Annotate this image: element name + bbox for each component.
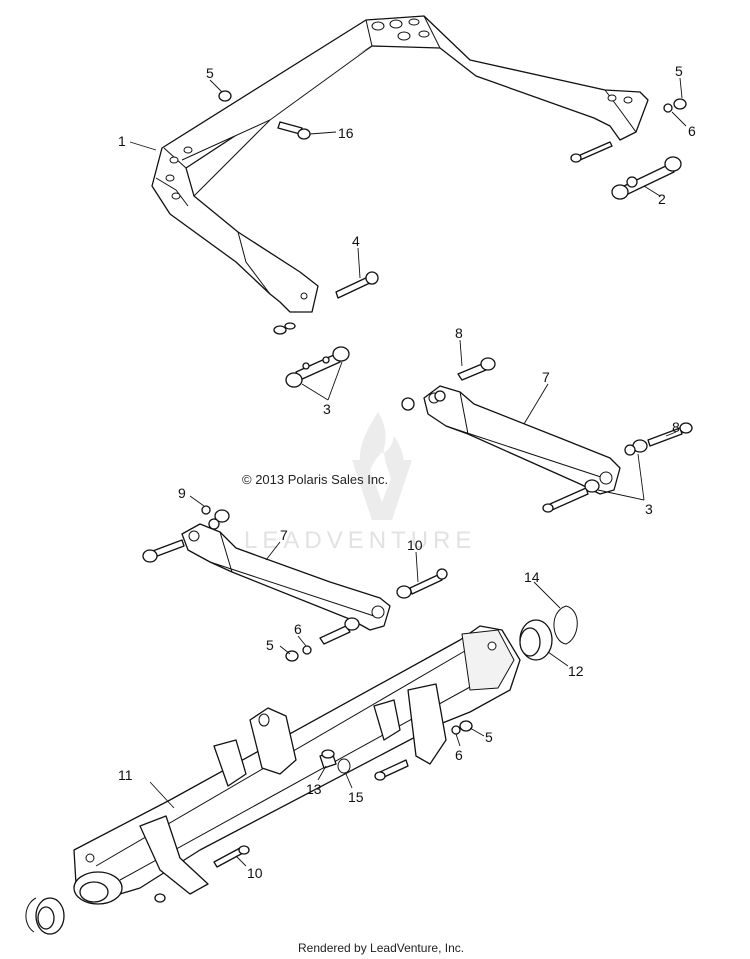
nut-5-top xyxy=(218,90,232,102)
callout-6a: 6 xyxy=(688,123,696,139)
callout-1: 1 xyxy=(118,133,126,149)
bolt-16 xyxy=(277,121,311,140)
callout-7b: 7 xyxy=(280,527,288,543)
callout-13: 13 xyxy=(306,781,322,797)
callout-5d: 5 xyxy=(485,729,493,745)
callout-3a: 3 xyxy=(323,401,331,417)
callout-8a: 8 xyxy=(455,325,463,341)
callouts: 1 2 3 3 4 5 5 5 5 6 6 6 7 7 8 8 9 10 10 … xyxy=(118,63,696,881)
bolt-near-13 xyxy=(374,759,409,781)
pin-8-top xyxy=(457,357,496,381)
callout-6c: 6 xyxy=(455,747,463,763)
nut-washer-top-right xyxy=(663,98,687,113)
frame-lower-nut xyxy=(273,322,296,335)
control-arm-7-lower xyxy=(181,523,391,631)
nut-washer-right xyxy=(451,720,473,735)
bearing-lower-left xyxy=(25,897,65,935)
copyright-notice: © 2013 Polaris Sales Inc. xyxy=(242,472,388,487)
callout-5b: 5 xyxy=(675,63,683,79)
pin-8-right xyxy=(624,422,693,456)
callout-14: 14 xyxy=(524,569,540,585)
callout-12: 12 xyxy=(568,663,584,679)
bolt-arm-right xyxy=(542,479,600,513)
callout-10a: 10 xyxy=(407,537,423,553)
bolt-lower-arm-left xyxy=(142,539,185,563)
bushing-2 xyxy=(611,156,682,200)
nut-9 xyxy=(201,505,230,530)
callout-11: 11 xyxy=(118,767,133,783)
bolt-4 xyxy=(335,271,379,299)
bolt-10-upper xyxy=(396,568,448,599)
bushings-3-left xyxy=(285,346,350,388)
v-logo-icon xyxy=(352,460,412,520)
control-arm-7-upper xyxy=(401,385,621,495)
leadventure-watermark: LEADVENTURE xyxy=(244,412,476,554)
bearing-12 xyxy=(519,619,553,661)
callout-6b: 6 xyxy=(294,621,302,637)
callout-5a: 5 xyxy=(206,65,214,81)
callout-16: 16 xyxy=(338,125,354,141)
callout-10b: 10 xyxy=(247,865,263,881)
callout-4: 4 xyxy=(352,233,360,249)
plug-13 xyxy=(319,749,337,769)
callout-7a: 7 xyxy=(542,369,550,385)
nut-lower xyxy=(154,893,166,903)
footer-credit: Rendered by LeadVenture, Inc. xyxy=(298,941,464,955)
callout-8b: 8 xyxy=(672,419,680,435)
snap-ring-14 xyxy=(553,605,578,645)
leader-lines xyxy=(129,77,687,867)
callout-3b: 3 xyxy=(645,501,653,517)
callout-5c: 5 xyxy=(266,637,274,653)
rear-axle-11 xyxy=(73,625,521,905)
o-ring-15 xyxy=(337,758,351,774)
upper-frame xyxy=(151,15,649,313)
callout-9: 9 xyxy=(178,485,186,501)
watermark-text: LEADVENTURE xyxy=(244,527,476,554)
bolt-upper-right xyxy=(570,141,613,163)
bolt-10-lower xyxy=(213,845,250,868)
callout-2: 2 xyxy=(658,191,666,207)
callout-15: 15 xyxy=(348,789,364,805)
